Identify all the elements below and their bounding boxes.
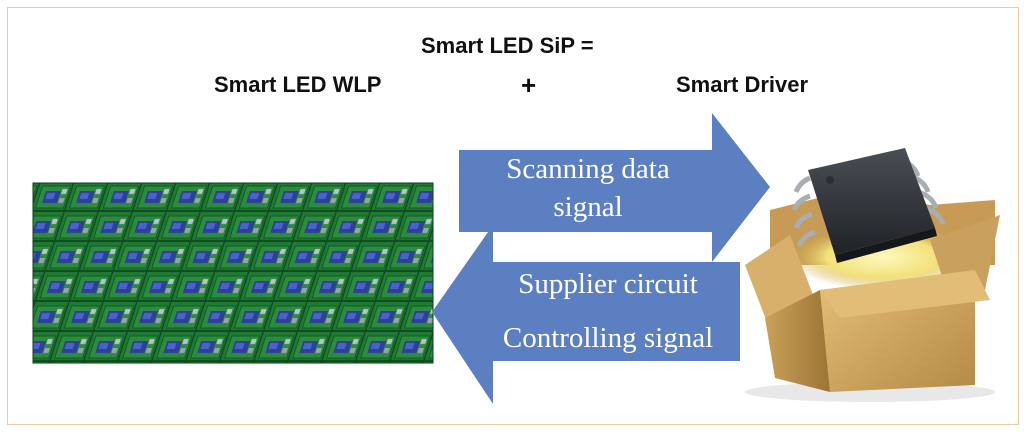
plus-sign: + [521, 70, 537, 100]
label-smart-led-wlp: Smart LED WLP [214, 72, 382, 97]
label-smart-driver: Smart Driver [676, 72, 809, 97]
backward-arrow [432, 225, 740, 404]
backward-arrow-label-line2: Controlling signal [502, 322, 714, 354]
forward-arrow [459, 113, 770, 262]
forward-arrow-label-line2: signal [553, 191, 623, 223]
title-smart-led-sip: Smart LED SiP = [421, 33, 594, 58]
chip-in-box-image [745, 148, 1000, 402]
led-wafer-array-image [32, 182, 434, 364]
backward-arrow-label-line1: Supplier circuit [518, 268, 698, 300]
forward-arrow-label-line1: Scanning data [506, 153, 670, 185]
